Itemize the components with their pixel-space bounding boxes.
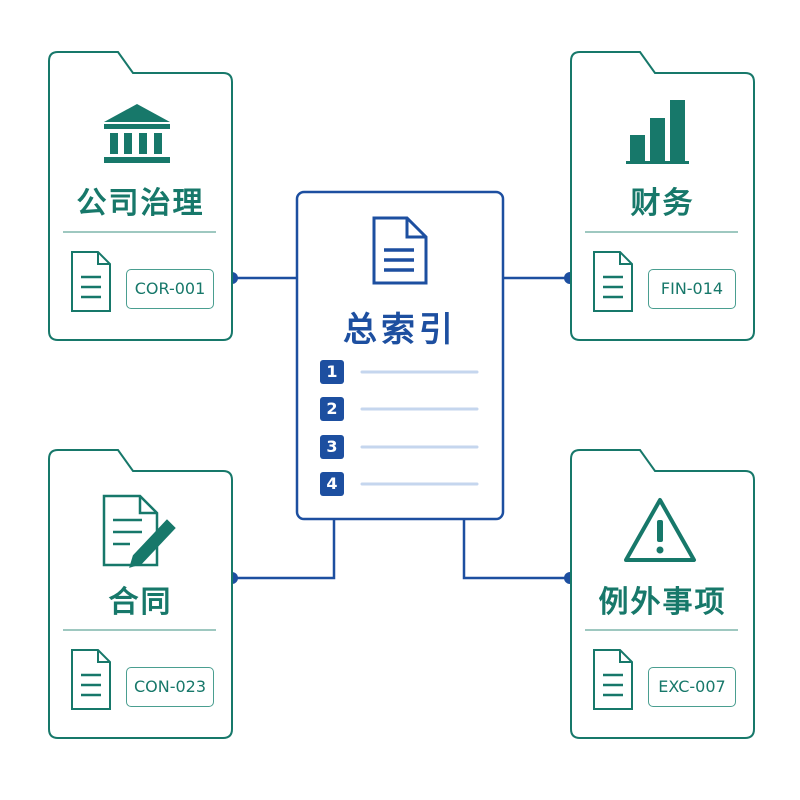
master-index-card[interactable] — [295, 190, 505, 521]
index-title: 总索引 — [343, 310, 457, 350]
connector-exceptions — [462, 519, 570, 580]
document-icon — [372, 216, 428, 285]
index-number-1: 1 — [320, 360, 344, 384]
document-icon — [593, 251, 633, 312]
folder-title-finance: 财务 — [630, 186, 695, 221]
document-icon — [71, 251, 111, 312]
connectors — [232, 276, 570, 580]
bank-icon — [104, 104, 170, 163]
folder-corporate-governance[interactable] — [48, 51, 233, 341]
index-number-3: 3 — [320, 435, 344, 459]
index-lines — [360, 370, 479, 486]
folder-contracts[interactable] — [48, 449, 233, 739]
document-icon — [71, 649, 111, 710]
folder-code-corporate-governance: COR-001 — [126, 269, 214, 309]
document-icon — [593, 649, 633, 710]
folder-title-exceptions: 例外事项 — [598, 585, 727, 620]
folder-title-corporate-governance: 公司治理 — [76, 186, 205, 221]
folder-title-contracts: 合同 — [108, 585, 173, 620]
bar-chart-icon — [626, 100, 689, 164]
index-number-4: 4 — [320, 472, 344, 496]
folder-finance[interactable] — [570, 51, 755, 341]
connector-contracts — [232, 519, 336, 580]
folder-exceptions[interactable] — [570, 449, 755, 739]
warning-icon — [624, 498, 696, 562]
folder-code-finance: FIN-014 — [648, 269, 736, 309]
index-card-shape — [295, 190, 505, 521]
contract-signing-icon — [102, 494, 176, 568]
folder-code-contracts: CON-023 — [126, 667, 214, 707]
index-number-2: 2 — [320, 397, 344, 421]
folder-code-exceptions: EXC-007 — [648, 667, 736, 707]
